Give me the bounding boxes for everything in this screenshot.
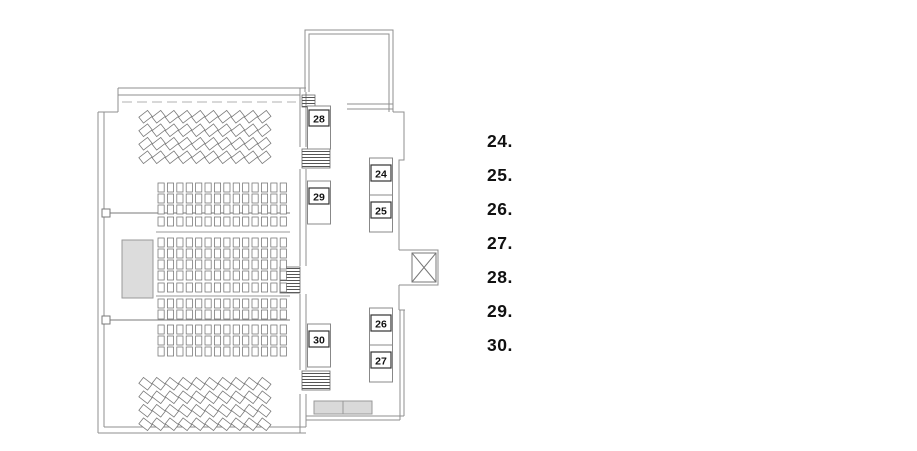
door-hatch	[301, 94, 316, 108]
cabinet-24-label: 24	[375, 169, 387, 181]
elevator-icon	[411, 252, 437, 283]
cabinet-24: 24	[369, 157, 393, 196]
cabinet-25: 25	[369, 194, 393, 233]
legend-item-29: 29.	[487, 301, 513, 321]
bench	[313, 400, 373, 415]
cabinet-26: 26	[369, 307, 393, 346]
floor-plan: 28 29 30 24	[97, 29, 439, 434]
cabinet-27: 27	[369, 344, 393, 383]
cabinet-29: 29	[307, 180, 331, 225]
legend-item-30: 30.	[487, 335, 513, 355]
cabinets: 28 29 30 24	[307, 105, 393, 383]
legend-item-24: 24.	[487, 131, 513, 151]
floor-plan-drawing: 28 29 30 24	[97, 29, 439, 434]
legend-list: 24. 25. 26. 27. 28. 29. 30.	[487, 124, 513, 362]
cabinet-30: 30	[307, 323, 331, 368]
door-hatches	[279, 94, 331, 391]
legend-item-28: 28.	[487, 267, 513, 287]
cabinet-26-label: 26	[375, 319, 387, 331]
legend-item-26: 26.	[487, 199, 513, 219]
cabinet-27-label: 27	[375, 356, 387, 368]
legend-item-27: 27.	[487, 233, 513, 253]
lobby-walls	[304, 29, 439, 421]
cabinet-25-label: 25	[375, 206, 387, 218]
cabinet-30-label: 30	[313, 335, 325, 347]
door-hatch	[301, 148, 331, 169]
cabinet-28-label: 28	[313, 114, 325, 126]
legend-item-25: 25.	[487, 165, 513, 185]
cabinet-28: 28	[307, 105, 331, 150]
door-hatch	[301, 370, 331, 391]
auditorium-walls	[97, 87, 307, 434]
stage-block	[121, 239, 154, 299]
cabinet-29-label: 29	[313, 192, 325, 204]
seats-layer	[138, 109, 287, 432]
